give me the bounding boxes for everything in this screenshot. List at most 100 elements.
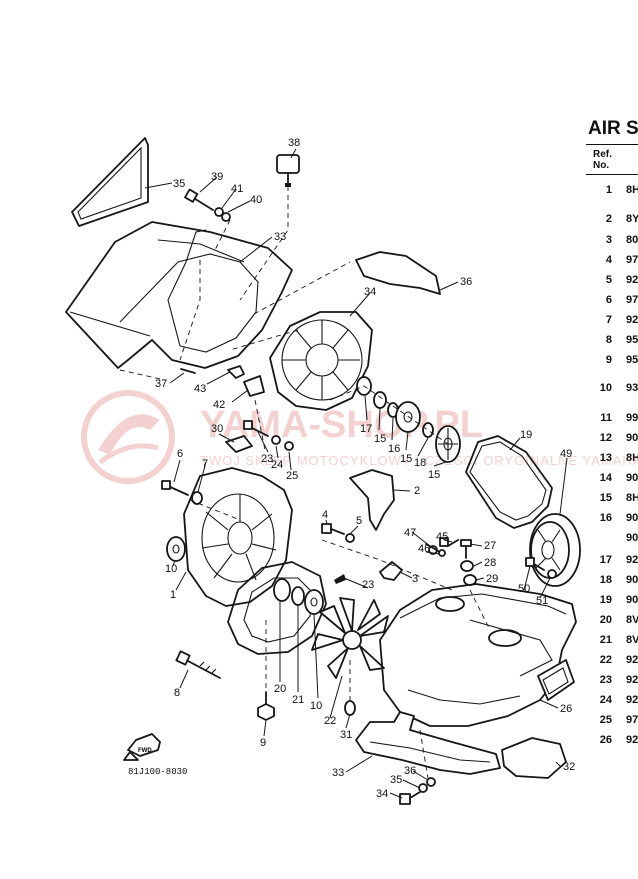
part-12-washer	[291, 586, 305, 606]
part-45-bracket	[227, 365, 245, 379]
callout-42: 40	[250, 194, 262, 206]
part-1-fan-housing	[183, 467, 293, 607]
row-part-number: 93	[626, 382, 638, 394]
row-ref: 20	[599, 614, 612, 626]
row-part-number: 92	[626, 674, 638, 686]
callout-15-b: 15	[428, 469, 440, 481]
row-ref: 10	[599, 382, 612, 394]
callout-23: 28	[484, 557, 496, 569]
callout-13: 22	[324, 715, 336, 727]
callout-40: 38	[288, 137, 300, 149]
row-ref: 6	[605, 294, 612, 306]
part-14-clip	[334, 574, 346, 584]
callout-45: 43	[194, 383, 206, 395]
row-part-number: 8H	[626, 184, 638, 196]
catalog-code: 81J100-8030	[128, 767, 187, 777]
row-ref: 17	[599, 554, 612, 566]
row-ref: 14	[599, 472, 612, 484]
callout-21: 26	[560, 703, 572, 715]
fwd-label: FWD	[138, 748, 152, 754]
callout-4: 4	[322, 509, 328, 521]
callout-25: 23	[261, 453, 273, 465]
part-30-washer	[418, 783, 428, 793]
part-27-washer	[284, 441, 294, 451]
callout-44: 42	[213, 399, 225, 411]
callout-43: 41	[231, 183, 243, 195]
part-9-nut	[257, 691, 275, 721]
row-ref: 24	[599, 694, 612, 706]
row-ref: 9	[605, 354, 612, 366]
part-10-seal	[166, 536, 186, 562]
part-39-clip	[180, 368, 196, 374]
header-ref: Ref.	[593, 149, 612, 160]
row-part-number: 92	[626, 654, 638, 666]
part-7-washer	[191, 491, 203, 505]
part-42-washer	[221, 212, 231, 222]
callout-24: 29	[486, 573, 498, 585]
part-2-duct	[349, 469, 395, 531]
part-34-pad	[501, 737, 567, 779]
callout-51: 51	[536, 595, 548, 607]
part-26-washer	[271, 435, 281, 445]
part-10-seal-2	[304, 589, 324, 615]
row-part-number: 92	[626, 554, 638, 566]
callout-31: 36	[404, 765, 416, 777]
part-4-bolt	[321, 523, 345, 535]
callout-26: 24	[271, 459, 283, 471]
row-part-number: 95	[626, 354, 638, 366]
row-part-number: 92	[626, 274, 638, 286]
callout-30: 35	[390, 774, 402, 786]
row-ref: 26	[599, 734, 612, 746]
part-5-washer	[345, 533, 355, 543]
part-33-washer	[344, 700, 356, 716]
row-part-number: 92	[626, 314, 638, 326]
part-6-bolt	[161, 480, 189, 496]
row-part-number: 90	[626, 512, 638, 524]
part-51-washer	[547, 569, 557, 579]
callout-5: 5	[356, 515, 362, 527]
part-46-bolt	[439, 537, 459, 547]
callout-16: 18	[414, 457, 426, 469]
callout-17: 15	[374, 433, 386, 445]
part-8-bolt	[175, 650, 221, 679]
callout-47: 46	[418, 543, 430, 555]
row-ref: 2	[605, 213, 612, 225]
callout-32: 30	[211, 423, 223, 435]
part-21-air-shroud	[379, 583, 577, 727]
callout-46: 45	[436, 531, 448, 543]
callout-49: 49	[560, 448, 572, 460]
callout-35: 33	[274, 231, 286, 243]
callout-20: 19	[520, 429, 532, 441]
callout-3: 3	[412, 573, 418, 585]
table-rule	[586, 144, 638, 145]
row-ref: 18	[599, 574, 612, 586]
watermark: YAMA-SHOP.PL TWOJ SKLEP MOTOCYKLOWY | CZ…	[81, 390, 638, 484]
callout-18: 16	[388, 443, 400, 455]
part-29-bolt	[399, 791, 421, 805]
row-part-number: 90	[626, 472, 638, 484]
row-part-number: 95	[626, 334, 638, 346]
row-ref: 4	[605, 254, 612, 266]
row-part-number: 92	[626, 694, 638, 706]
row-part-number: 90	[626, 594, 638, 606]
row-ref: 19	[599, 594, 612, 606]
row-ref: 11	[600, 412, 612, 424]
row-part-number: 8H	[626, 492, 638, 504]
part-49-pulley	[529, 513, 581, 587]
part-41-bolt	[184, 188, 214, 211]
callout-10-b: 10	[310, 700, 322, 712]
callout-38: 36	[460, 276, 472, 288]
callout-8: 8	[174, 687, 180, 699]
row-ref: 13	[599, 452, 612, 464]
part-28-bottom-bracket	[355, 711, 501, 775]
table-rule-2	[586, 174, 638, 175]
row-ref: 22	[599, 654, 612, 666]
callout-41: 39	[211, 171, 223, 183]
row-part-number: 8V	[626, 634, 638, 646]
callout-19: 17	[360, 423, 372, 435]
row-ref: 21	[599, 634, 612, 646]
callout-2: 2	[414, 485, 420, 497]
row-part-number: 99	[626, 412, 638, 424]
callout-28: 33	[332, 767, 344, 779]
callout-48: 47	[404, 527, 416, 539]
